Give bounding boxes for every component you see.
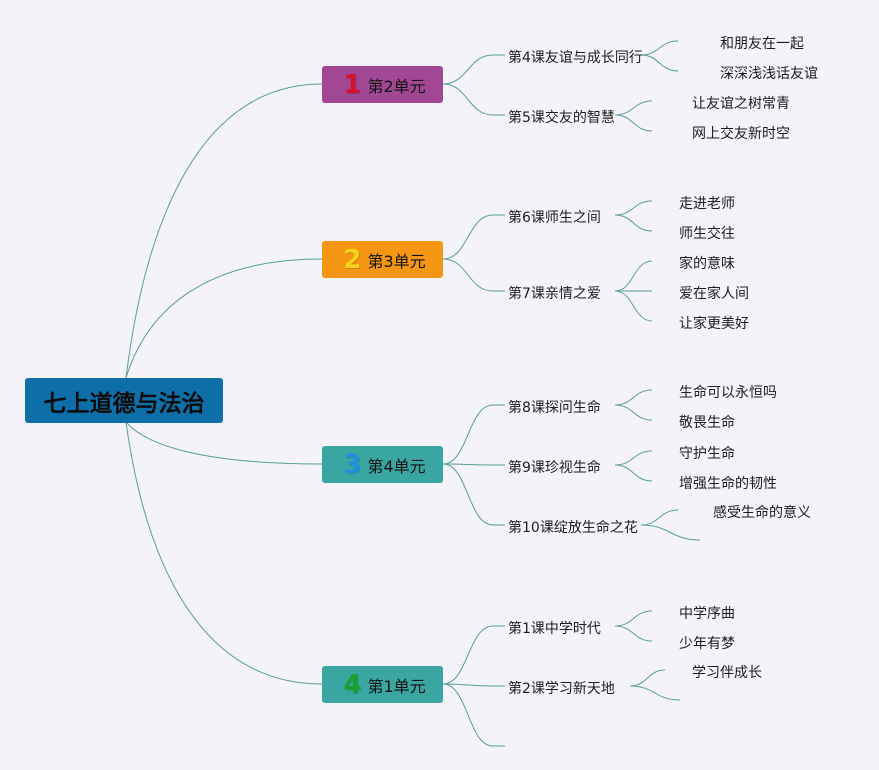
lesson-to-topic-connector [614, 404, 653, 421]
topic-node[interactable]: 走进老师 [679, 196, 735, 212]
topic-node[interactable]: 守护生命 [679, 446, 735, 462]
root-to-unit-connector [125, 421, 323, 465]
topic-node[interactable]: 和朋友在一起 [720, 36, 804, 52]
lesson-to-topic-connector [629, 685, 681, 701]
lesson-to-topic-connector [629, 669, 666, 687]
unit-title: 第3单元 [367, 251, 426, 271]
unit-number-badge: 4 [343, 669, 362, 700]
topic-node[interactable]: 少年有梦 [679, 636, 735, 652]
topic-node[interactable]: 感受生命的意义 [713, 505, 811, 521]
unit-number-badge: 1 [343, 69, 362, 100]
unit-to-lesson-connector [442, 625, 494, 685]
lesson-node[interactable]: 第10课绽放生命之花 [508, 520, 638, 536]
lesson-node[interactable]: 第6课师生之间 [508, 210, 601, 226]
lesson-to-topic-connector [614, 389, 653, 406]
lesson-to-topic-connector [640, 509, 679, 526]
lesson-to-topic-connector [614, 200, 653, 216]
root-to-unit-connector [125, 421, 323, 685]
unit-number-badge: 3 [343, 449, 362, 480]
topic-node[interactable]: 中学序曲 [679, 606, 735, 622]
lesson-to-topic-connector [614, 114, 653, 132]
lesson-node[interactable]: 第2课学习新天地 [508, 681, 615, 697]
lesson-to-topic-connector [614, 260, 653, 292]
topic-node[interactable]: 学习伴成长 [692, 665, 762, 681]
unit-to-lesson-connector [442, 683, 494, 747]
lesson-to-topic-connector [614, 625, 653, 642]
unit-to-lesson-connector [442, 83, 494, 116]
lesson-to-topic-connector [614, 100, 653, 116]
lesson-node[interactable]: 第9课珍视生命 [508, 460, 601, 476]
topic-node[interactable]: 师生交往 [679, 226, 735, 242]
unit-to-lesson-connector [442, 683, 494, 687]
unit-node-1[interactable]: 1 第2单元 [322, 66, 443, 103]
topic-node[interactable]: 增强生命的韧性 [679, 476, 777, 492]
topic-node[interactable]: 爱在家人间 [679, 286, 749, 302]
unit-node-2[interactable]: 2 第3单元 [322, 241, 443, 278]
topic-node[interactable]: 敬畏生命 [679, 415, 735, 431]
root-node[interactable]: 七上道德与法治 [25, 378, 223, 423]
unit-title: 第2单元 [367, 76, 426, 96]
lesson-to-topic-connector [640, 40, 679, 56]
root-title: 七上道德与法治 [43, 390, 205, 417]
lesson-node[interactable]: 第5课交友的智慧 [508, 110, 615, 126]
lesson-to-topic-connector [640, 524, 701, 541]
unit-to-lesson-connector [442, 404, 494, 465]
root-to-unit-connector [125, 83, 323, 379]
unit-title: 第4单元 [367, 456, 426, 476]
unit-to-lesson-connector [442, 463, 494, 466]
topic-node[interactable]: 生命可以永恒吗 [679, 385, 777, 401]
lesson-node[interactable]: 第7课亲情之爱 [508, 286, 601, 302]
topic-node[interactable]: 让家更美好 [679, 316, 749, 332]
unit-to-lesson-connector [442, 54, 494, 85]
lesson-node[interactable]: 第4课友谊与成长同行 [508, 50, 643, 66]
lesson-to-topic-connector [614, 214, 653, 232]
lesson-to-topic-connector [614, 450, 653, 466]
topic-node[interactable]: 家的意味 [679, 256, 735, 272]
unit-node-4[interactable]: 4 第1单元 [322, 666, 443, 703]
lesson-node[interactable]: 第1课中学时代 [508, 621, 601, 637]
lesson-to-topic-connector [614, 290, 653, 322]
lesson-to-topic-connector [640, 54, 679, 72]
lesson-to-topic-connector [614, 464, 653, 482]
unit-node-3[interactable]: 3 第4单元 [322, 446, 443, 483]
lesson-node[interactable]: 第8课探问生命 [508, 400, 601, 416]
root-to-unit-connector [125, 258, 323, 379]
topic-node[interactable]: 深深浅浅话友谊 [720, 66, 818, 82]
unit-number-badge: 2 [343, 244, 362, 275]
unit-to-lesson-connector [442, 214, 494, 260]
topic-node[interactable]: 网上交友新时空 [692, 126, 790, 142]
lesson-to-topic-connector [614, 610, 653, 627]
unit-title: 第1单元 [367, 676, 426, 696]
unit-to-lesson-connector [442, 258, 494, 292]
unit-to-lesson-connector [442, 463, 494, 526]
topic-node[interactable]: 让友谊之树常青 [692, 96, 790, 112]
